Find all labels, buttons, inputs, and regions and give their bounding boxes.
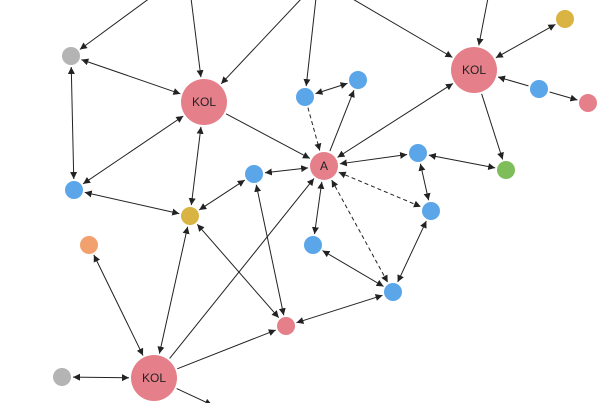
edge-a-blue_r2: [338, 171, 422, 208]
edge-top_right_off-kol_right: [353, 0, 453, 58]
edge-blue_a_left-pink_mid: [254, 184, 286, 316]
edge-top_right2_off-kol_right: [476, 0, 489, 46]
node-circle: [451, 47, 497, 93]
node-circle: [53, 368, 71, 386]
node-blue-mid[interactable]: [304, 236, 322, 254]
node-circle: [80, 236, 98, 254]
edge-kol_left-blue_left: [82, 115, 184, 185]
node-circle: [530, 80, 548, 98]
edge-blue_top1-a: [307, 107, 322, 151]
edge-a-blue_a_right: [339, 151, 408, 167]
edge-top_mid_off-kol_left: [190, 0, 204, 78]
node-grey-top[interactable]: [62, 47, 80, 65]
edge-grey_top-kol_left: [81, 58, 181, 95]
edge-kol_bottom-grey_bottom: [72, 373, 130, 382]
node-blue-a-left[interactable]: [245, 165, 263, 183]
node-blue-rightkol[interactable]: [530, 80, 548, 98]
edge-blue_top2-a: [329, 90, 355, 152]
node-label: KOL: [142, 371, 166, 385]
edge-blue_mid-blue_low: [322, 250, 384, 287]
node-circle: [277, 317, 295, 335]
node-circle: [310, 152, 338, 180]
edge-kol_right-green: [481, 93, 504, 160]
edge-top_mid2_off-kol_left: [220, 0, 301, 85]
edge-a-blue_mid: [312, 181, 325, 235]
edge-kol_bottom-orange: [93, 254, 144, 356]
node-circle: [296, 88, 314, 106]
edge-blue_a_left-yellow_mid: [198, 179, 246, 211]
node-orange[interactable]: [80, 236, 98, 254]
node-circle: [62, 47, 80, 65]
node-circle: [409, 144, 427, 162]
node-circle: [556, 10, 574, 28]
node-label: KOL: [462, 63, 486, 77]
node-blue-top1[interactable]: [296, 88, 314, 106]
edge-yellow_mid-pink_mid: [196, 223, 280, 319]
edge-kol_left-a: [225, 113, 311, 159]
edge-grey_top-blue_left: [67, 66, 78, 180]
node-circle: [245, 165, 263, 183]
node-pink-right[interactable]: [579, 94, 597, 112]
node-blue-low[interactable]: [384, 283, 402, 301]
node-kol-right[interactable]: KOL: [451, 47, 497, 93]
edge-blue_a_right-blue_r2: [418, 163, 431, 201]
node-circle: [497, 161, 515, 179]
node-kol-left[interactable]: KOL: [181, 79, 227, 125]
edge-kol_bottom-pink_mid: [177, 329, 276, 370]
node-circle: [131, 355, 177, 401]
node-circle: [579, 94, 597, 112]
edge-a-blue_a_left: [264, 165, 309, 176]
edge-blue_a_right-green: [428, 152, 496, 171]
node-circle: [304, 236, 322, 254]
node-circle: [181, 79, 227, 125]
node-label: KOL: [192, 95, 216, 109]
edge-blue_top1-blue_top2: [315, 82, 348, 95]
node-kol-bottom[interactable]: KOL: [131, 355, 177, 401]
node-circle: [349, 71, 367, 89]
node-a[interactable]: A: [310, 152, 338, 180]
node-blue-top2[interactable]: [349, 71, 367, 89]
edge-blue_r2-blue_low: [397, 220, 427, 283]
node-circle: [65, 181, 83, 199]
node-circle: [181, 207, 199, 225]
node-green[interactable]: [497, 161, 515, 179]
node-blue-a-right[interactable]: [409, 144, 427, 162]
edge-kol_right-yellow_top: [495, 23, 556, 59]
edge-top_mid3_off-blue_top1: [303, 0, 317, 87]
node-blue-left[interactable]: [65, 181, 83, 199]
edge-yellow_mid-kol_bottom: [157, 226, 190, 354]
node-grey-bottom[interactable]: [53, 368, 71, 386]
node-yellow-mid[interactable]: [181, 207, 199, 225]
node-blue-r2[interactable]: [422, 202, 440, 220]
edge-kol_bottom-a: [169, 178, 315, 359]
edge-blue_low-pink_mid: [296, 294, 383, 324]
node-circle: [422, 202, 440, 220]
node-circle: [384, 283, 402, 301]
edge-a-blue_low: [331, 179, 389, 283]
edge-kol_left-yellow_mid: [188, 126, 204, 206]
edge-kol_right-a: [337, 83, 454, 158]
edge-top_left_off-grey_top: [79, 0, 149, 50]
node-label: A: [320, 159, 328, 173]
edge-kol_right-blue_rightkol: [497, 75, 529, 87]
edge-kol_bottom-bottom_off: [176, 388, 212, 403]
edge-blue_left-yellow_mid: [84, 190, 180, 216]
node-pink-mid[interactable]: [277, 317, 295, 335]
edges-layer: [67, 0, 578, 403]
nodes-layer: KOL KOL KOL A: [53, 10, 597, 401]
edge-blue_rightkol-pink_right: [549, 91, 578, 102]
node-yellow-top[interactable]: [556, 10, 574, 28]
